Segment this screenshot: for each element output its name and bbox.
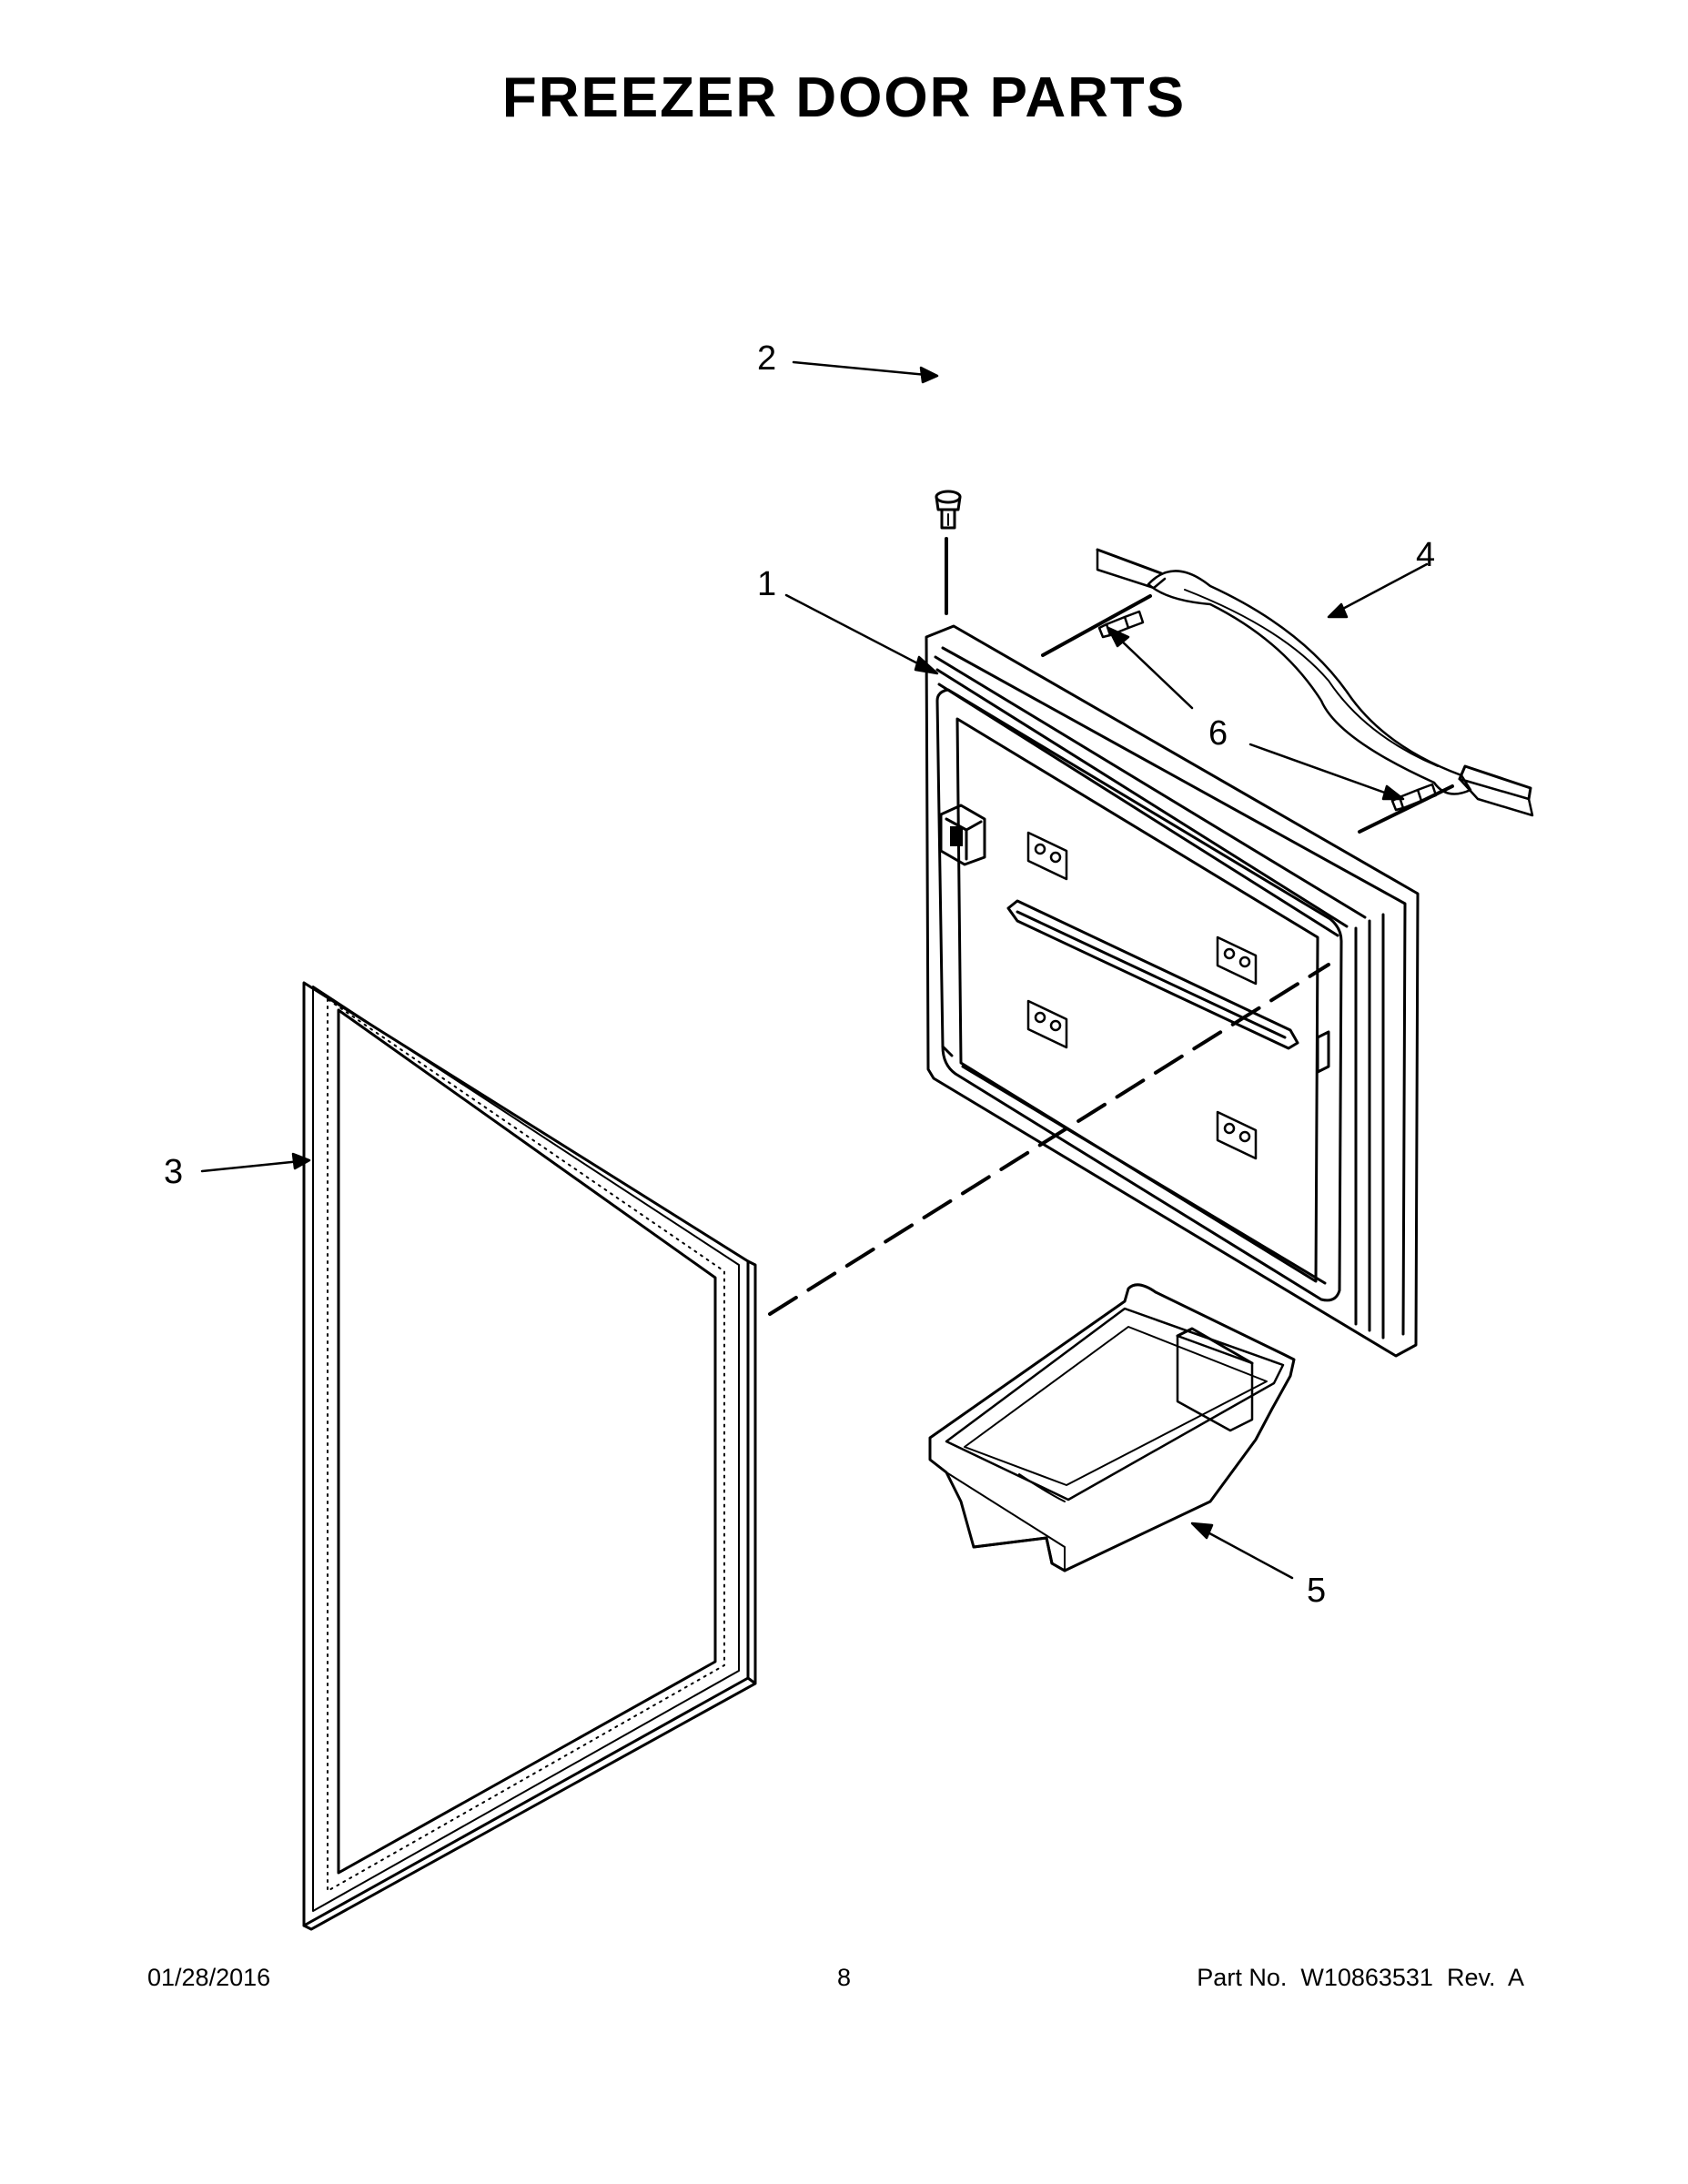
page-title: FREEZER DOOR PARTS: [501, 66, 1187, 129]
callout-6: 6: [1208, 714, 1228, 753]
top-cap-screw-part: [935, 490, 962, 615]
callout-3: 3: [164, 1153, 183, 1191]
callout-1: 1: [757, 565, 776, 603]
footer-part-number: Part No. W10863531 Rev. A: [1197, 1964, 1524, 1991]
freezer-bin-part: [928, 1283, 1296, 1572]
callout-5: 5: [1307, 1572, 1326, 1610]
footer-page-number: 8: [836, 1964, 852, 1991]
alignment-lines: [768, 594, 1454, 1316]
callout-2: 2: [757, 339, 776, 378]
leader-lines: [200, 360, 1429, 1580]
door-gasket-part: [302, 981, 757, 1931]
footer-date: 01/28/2016: [147, 1964, 271, 1991]
callout-4: 4: [1416, 536, 1435, 574]
door-handle-part: [1096, 548, 1534, 817]
freezer-door-part: [925, 624, 1420, 1358]
